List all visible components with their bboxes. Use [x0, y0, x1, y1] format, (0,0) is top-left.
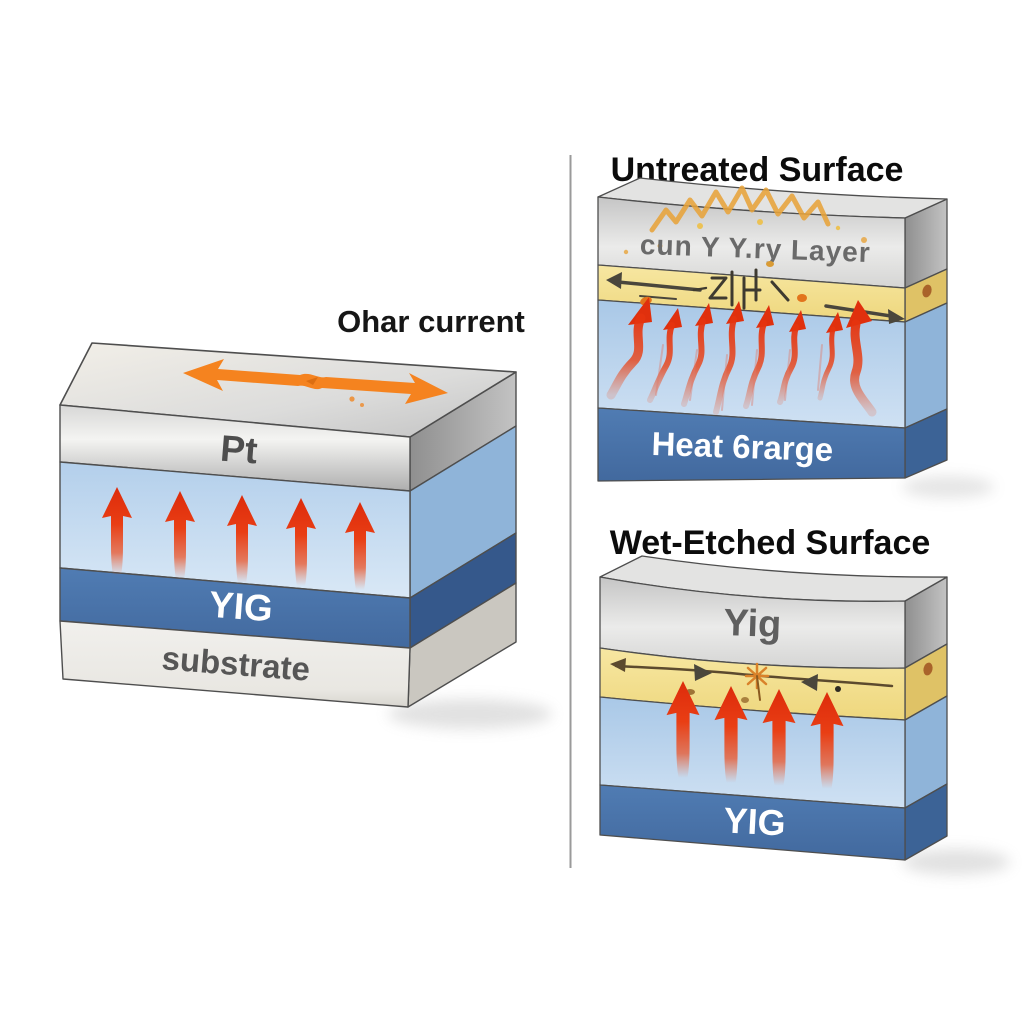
untreated-blue-side — [904, 302, 948, 429]
side-pit-dot — [923, 662, 933, 676]
wet-yig-label: YIG — [723, 799, 787, 843]
wet-yig-face — [599, 784, 906, 861]
heat-arrows — [606, 297, 877, 417]
yig-label: YIG — [208, 584, 275, 630]
side-pit-dot — [922, 284, 932, 298]
splash-decoration-icon — [623, 185, 867, 255]
wet-etched-title: Wet-Etched Surface — [610, 524, 931, 562]
etch-debris-marks — [606, 261, 905, 324]
left-stack-diagram: Ohar current Pt YIG substrate — [59, 304, 525, 708]
drop-shadows — [388, 476, 1010, 875]
substrate-layer-face — [59, 620, 411, 708]
heat-charge-label: Heat 6rarge — [651, 425, 834, 468]
untreated-darkblue-face — [597, 407, 906, 482]
etch-debris-marks — [610, 658, 894, 703]
charge-current-label: Ohar current — [337, 304, 525, 339]
pt-label: Pt — [219, 428, 259, 472]
wet-surface-label: Yig — [723, 602, 782, 646]
untreated-diagram: Untreated Surface cun Y Y.ry Layer — [597, 151, 948, 482]
wet-etched-diagram: Wet-Etched Surface Yig — [599, 524, 948, 861]
charge-current-arrow-icon — [183, 359, 448, 407]
